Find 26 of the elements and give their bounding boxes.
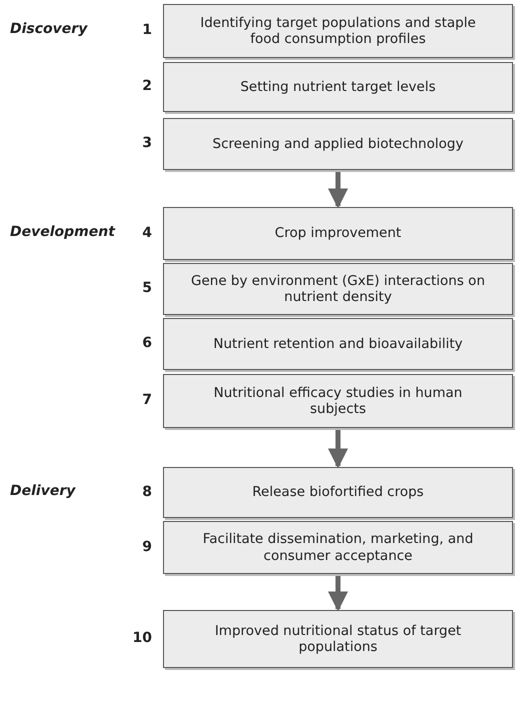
step-number: 8 <box>142 484 152 500</box>
step-box: Nutrient retention and bioavailability <box>163 318 513 370</box>
step-box: Gene by environment (GxE) interactions on nutrient density <box>163 263 513 315</box>
arrow <box>328 172 348 208</box>
step-number: 10 <box>132 630 152 646</box>
arrow <box>328 576 348 612</box>
step-number: 7 <box>142 392 152 408</box>
phase-label: Delivery <box>10 482 76 498</box>
step-number: 5 <box>142 280 152 296</box>
step-box: Screening and applied biotechnology <box>163 118 513 170</box>
step-number: 6 <box>142 335 152 351</box>
step-number: 4 <box>142 224 152 240</box>
step-number: 1 <box>142 22 152 38</box>
arrow <box>328 430 348 468</box>
step-box: Identifying target populations and staple food consumption profiles <box>163 4 513 58</box>
step-box: Crop improvement <box>163 207 513 260</box>
step-box: Nutritional efficacy studies in human subjects <box>163 374 513 428</box>
step-number: 9 <box>142 538 152 554</box>
phase-label: Development <box>10 224 115 240</box>
step-number: 3 <box>142 135 152 151</box>
step-box: Release biofortified crops <box>163 467 513 518</box>
phase-label: Discovery <box>10 21 88 37</box>
step-box: Facilitate dissemination, marketing, and consumer acceptance <box>163 521 513 574</box>
step-box: Setting nutrient target levels <box>163 62 513 112</box>
step-number: 2 <box>142 78 152 94</box>
step-box: Improved nutritional status of target populations <box>163 610 513 668</box>
